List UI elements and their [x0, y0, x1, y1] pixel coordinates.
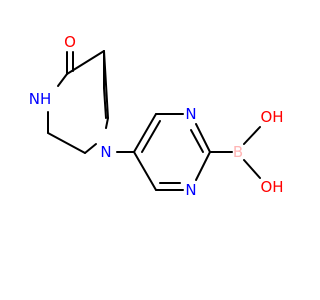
bond-c2-n1: [57, 73, 68, 87]
piperazinone-ring: [47, 50, 109, 154]
atom-oxygen-carbonyl: O: [64, 33, 76, 51]
atom-nitrogen-pyrimidine-bottom: N: [185, 181, 196, 199]
atom-hydroxyl-bottom: OH: [260, 178, 283, 196]
bond-n3-c2-inner: [190, 129, 204, 153]
atom-nitrogen-amide: NH: [29, 90, 52, 108]
bond-c5-n4: [84, 143, 97, 154]
bond-c6-c5: [133, 151, 157, 191]
bond-ch2-n4: [103, 87, 107, 119]
atom-nitrogen-amine: N: [100, 143, 111, 161]
bond-b-oh-bottom: [243, 159, 261, 179]
bond-c6-c5: [47, 132, 86, 154]
carbonyl-group: [66, 51, 74, 75]
molecule-structure-diagram: O NH N N N B OH OH: [29, 33, 284, 199]
bond-b-oh-top: [243, 126, 261, 145]
boronic-acid-group: [209, 126, 261, 179]
atom-nitrogen-pyrimidine-top: N: [185, 105, 196, 123]
atom-boron: B: [233, 143, 243, 161]
bond-n3-c2: [195, 123, 211, 153]
bond-c5-c4: [133, 113, 157, 153]
bond-c2-n1: [195, 151, 211, 181]
pyrimidine-ring: [133, 113, 211, 191]
bond-c5-c4-inner: [141, 120, 161, 153]
bond-n4-ring-c3: [105, 117, 109, 129]
atom-hydroxyl-top: OH: [260, 108, 283, 126]
